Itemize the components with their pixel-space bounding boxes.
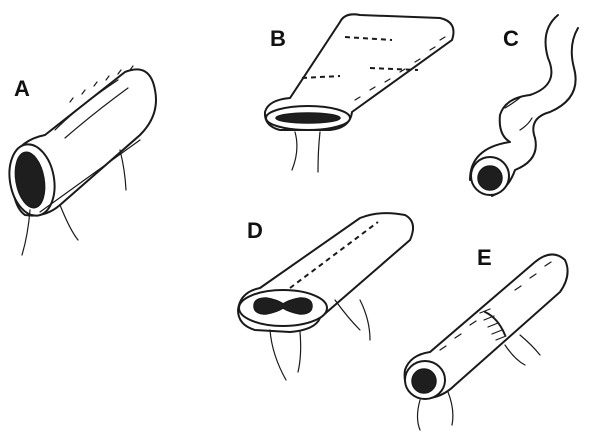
panel-label-e: E (477, 247, 492, 269)
panel-d-drawing (238, 213, 413, 380)
panel-label-d: D (247, 220, 263, 242)
panel-b-drawing (265, 14, 454, 172)
panel-c-lumen (478, 166, 502, 190)
panel-label-b: B (270, 28, 286, 50)
panel-label-a: A (14, 78, 30, 100)
panel-e-lumen (412, 369, 436, 393)
panel-e-drawing (405, 254, 568, 430)
panel-label-c: C (503, 28, 519, 50)
panel-b-lumen (276, 113, 340, 123)
panel-c-drawing (470, 15, 578, 196)
